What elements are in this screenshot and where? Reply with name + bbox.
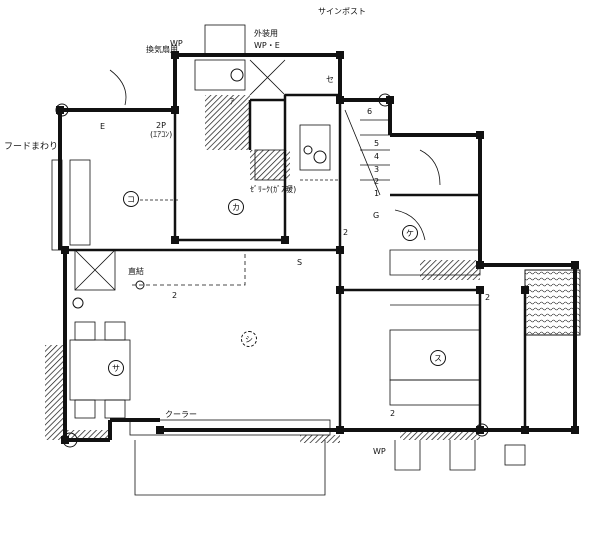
stair-step-1: 1	[374, 189, 380, 198]
stair-step-3: 3	[374, 165, 380, 174]
sign-post-label: サインポスト	[318, 7, 366, 16]
stair-step-6: 6	[367, 107, 373, 116]
column-posts	[56, 51, 579, 444]
outlet-2p-label: 2P	[156, 121, 166, 130]
s-label: S	[297, 258, 303, 267]
small-se-label: セ	[326, 75, 334, 84]
outlet-count-3: 2	[485, 293, 491, 302]
e-label: E	[100, 122, 106, 131]
small-symbols	[55, 68, 489, 448]
hatched-bay-window	[45, 345, 65, 440]
outlet-2p-sub-label: (ｴｱｺﾝ)	[150, 130, 173, 139]
outdoor-label-a: 外装用	[254, 29, 278, 38]
room-su-marker: ス	[430, 350, 446, 366]
hatched-step	[300, 435, 340, 443]
stair-step-2: 2	[374, 177, 380, 186]
wp-label-bottom: WP	[373, 447, 386, 456]
outlet-count-1: 2	[172, 291, 178, 300]
hatched-bath	[250, 150, 290, 180]
vent-fan-label: 換気扇用	[146, 45, 178, 54]
room-sa-marker: サ	[108, 360, 124, 376]
hood-label: フードまわり	[4, 142, 59, 152]
outlet-count-4: 2	[390, 409, 396, 418]
room-ko-marker: コ	[123, 191, 139, 207]
hatched-shoe-box	[420, 260, 480, 280]
wp-label-top: WP	[170, 39, 183, 48]
small-a-label: ｱ	[230, 97, 234, 106]
hatched-entry-step	[400, 430, 480, 440]
stair-step-5: 5	[374, 139, 380, 148]
wood-deck	[524, 269, 581, 336]
storage-boiler-label: ｾﾞﾘｰｸ(ｶﾞｽ暖)	[250, 185, 297, 194]
cooler-label: クーラー	[165, 410, 197, 419]
room-shi-marker: シ	[241, 331, 257, 347]
stair-step-4: 4	[374, 152, 380, 161]
room-ke-marker: ケ	[402, 225, 418, 241]
exterior-walls	[58, 53, 577, 442]
hatched-sill	[65, 430, 110, 442]
direct-label: 直結	[128, 267, 144, 276]
room-ka-marker: カ	[228, 199, 244, 215]
outlet-count-2: 2	[343, 228, 349, 237]
outdoor-label-b: WP・E	[254, 41, 280, 50]
g-label: G	[373, 211, 380, 220]
hatched-shaft	[205, 95, 250, 150]
